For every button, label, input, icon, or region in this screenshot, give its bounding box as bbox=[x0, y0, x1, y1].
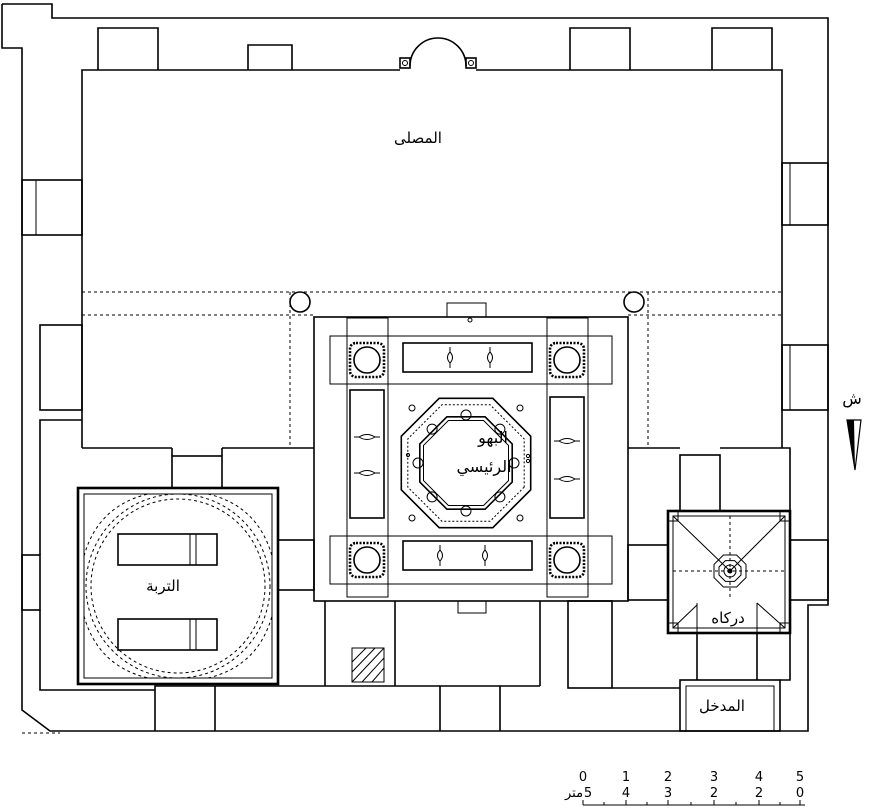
prayer-hall-label: المصلى bbox=[394, 129, 442, 147]
window-left-2 bbox=[39, 324, 83, 411]
column-right bbox=[623, 291, 645, 313]
mihrab-column-right-shaft bbox=[468, 60, 474, 66]
scale-bottom-tick-5: 0 bbox=[796, 786, 804, 801]
wall-recess-top bbox=[247, 44, 293, 70]
window-left-3 bbox=[21, 554, 41, 611]
vestibule-inner-wall bbox=[672, 515, 786, 629]
south-niche bbox=[457, 600, 487, 614]
courtyard-band-bottom bbox=[329, 535, 613, 585]
lower-left-inner-wall bbox=[39, 419, 82, 555]
scale-top-tick-5: 5 bbox=[796, 770, 804, 785]
north-arrow-fill bbox=[847, 420, 855, 470]
courtyard-label-line1: البهو bbox=[477, 428, 508, 448]
window-top-2 bbox=[569, 27, 631, 70]
vestibule-outer-wall bbox=[666, 509, 792, 635]
vestibule-corner-piers bbox=[667, 510, 791, 634]
lower-left-inner-wall-b bbox=[39, 610, 155, 691]
vestibule-passage-east bbox=[789, 539, 829, 601]
fountain-corner-ornaments bbox=[405, 404, 531, 522]
cenotaph-2 bbox=[117, 618, 218, 651]
courtyard-top-step bbox=[446, 302, 487, 318]
courtyard-column-sw bbox=[348, 541, 386, 579]
bottom-opening-1 bbox=[154, 685, 216, 731]
courtyard-band-left bbox=[346, 317, 389, 598]
window-right-2 bbox=[781, 344, 829, 411]
prayer-hall-inner-wall-left bbox=[81, 69, 400, 448]
fountain-basin-outer bbox=[418, 415, 514, 511]
bottom-opening-2 bbox=[439, 685, 501, 731]
mihrab bbox=[399, 37, 477, 69]
mihrab-column-left-shaft bbox=[402, 60, 408, 66]
scale-bottom-tick-4: 2 bbox=[755, 786, 763, 801]
mihrab-column-left bbox=[399, 57, 411, 69]
main-courtyard bbox=[313, 302, 629, 602]
tomb-passage-east bbox=[277, 539, 315, 591]
mihrab-niche bbox=[409, 37, 467, 67]
courtyard-column-nw bbox=[348, 341, 386, 379]
prayer-hall-inner-wall-right bbox=[476, 69, 783, 448]
scale-bottom-tick-2: 3 bbox=[664, 786, 672, 801]
cenotaph-1 bbox=[117, 533, 218, 566]
panel-top bbox=[402, 342, 533, 373]
window-top-3 bbox=[711, 27, 773, 70]
south-small-room bbox=[567, 600, 613, 689]
scale-bottom-tick-3: 2 bbox=[710, 786, 718, 801]
vestibule-passage-west bbox=[627, 544, 669, 601]
column-left bbox=[289, 291, 311, 313]
tomb-dome-ring-outer bbox=[85, 493, 271, 679]
window-top-1 bbox=[97, 27, 159, 70]
fountain-outer-octagon bbox=[400, 397, 532, 529]
south-rooms bbox=[324, 600, 613, 689]
vestibule-passage-north bbox=[679, 454, 721, 512]
fountain-octagon-band bbox=[407, 404, 525, 522]
vestibule-rosette bbox=[713, 554, 747, 588]
fountain-lobes bbox=[412, 409, 520, 517]
staircase bbox=[351, 647, 385, 683]
entrance-label: المدخل bbox=[699, 697, 745, 715]
central-fountain bbox=[400, 397, 532, 529]
scale-top-tick-1: 1 bbox=[622, 770, 630, 785]
courtyard-top-mark bbox=[467, 317, 473, 323]
right-inner-wall-lower bbox=[782, 447, 791, 540]
north-arrow-label: ش bbox=[842, 389, 862, 408]
panel-right bbox=[549, 396, 585, 519]
room-labels: المصلى البهو الرئيسي التربة دركاه المدخل bbox=[146, 129, 745, 715]
panel-bottom bbox=[402, 540, 533, 571]
tomb-chamber bbox=[76, 448, 315, 686]
scale-bottom-tick-1: 4 bbox=[622, 786, 630, 801]
panel-left bbox=[349, 389, 385, 519]
courtyard-band-top bbox=[329, 335, 613, 385]
walls bbox=[1, 3, 829, 734]
scale-top-tick-0: 0 bbox=[579, 770, 587, 785]
courtyard-band-right bbox=[546, 317, 589, 598]
arcade-lines bbox=[82, 291, 782, 448]
courtyard-column-ne bbox=[548, 341, 586, 379]
outer-wall bbox=[1, 3, 829, 732]
courtyard-column-se bbox=[548, 541, 586, 579]
scale-top-tick-4: 4 bbox=[755, 770, 763, 785]
scale-bar-ticks bbox=[582, 800, 801, 805]
scale-bottom-tick-0: 5 bbox=[584, 786, 592, 801]
vestibule-label: دركاه bbox=[711, 609, 745, 627]
scale-unit: متر bbox=[564, 786, 583, 801]
north-arrow: ش bbox=[842, 389, 862, 471]
vestibule bbox=[627, 454, 829, 732]
entrance-inner bbox=[685, 685, 775, 732]
mihrab-column-right bbox=[465, 57, 477, 69]
scale-top-tick-2: 2 bbox=[664, 770, 672, 785]
scale-top-tick-3: 3 bbox=[710, 770, 718, 785]
courtyard-label-line2: الرئيسي bbox=[456, 457, 511, 477]
scale-bar: 0 1 2 3 4 5 متر 5 4 3 2 2 0 bbox=[564, 770, 805, 806]
tomb-passage-north bbox=[171, 455, 223, 489]
tomb-dome-ring-inner bbox=[90, 498, 266, 674]
window-left-1 bbox=[21, 179, 83, 236]
tomb-label: التربة bbox=[146, 577, 180, 595]
window-right-1 bbox=[781, 162, 829, 226]
fountain-basin-inner bbox=[423, 420, 509, 506]
